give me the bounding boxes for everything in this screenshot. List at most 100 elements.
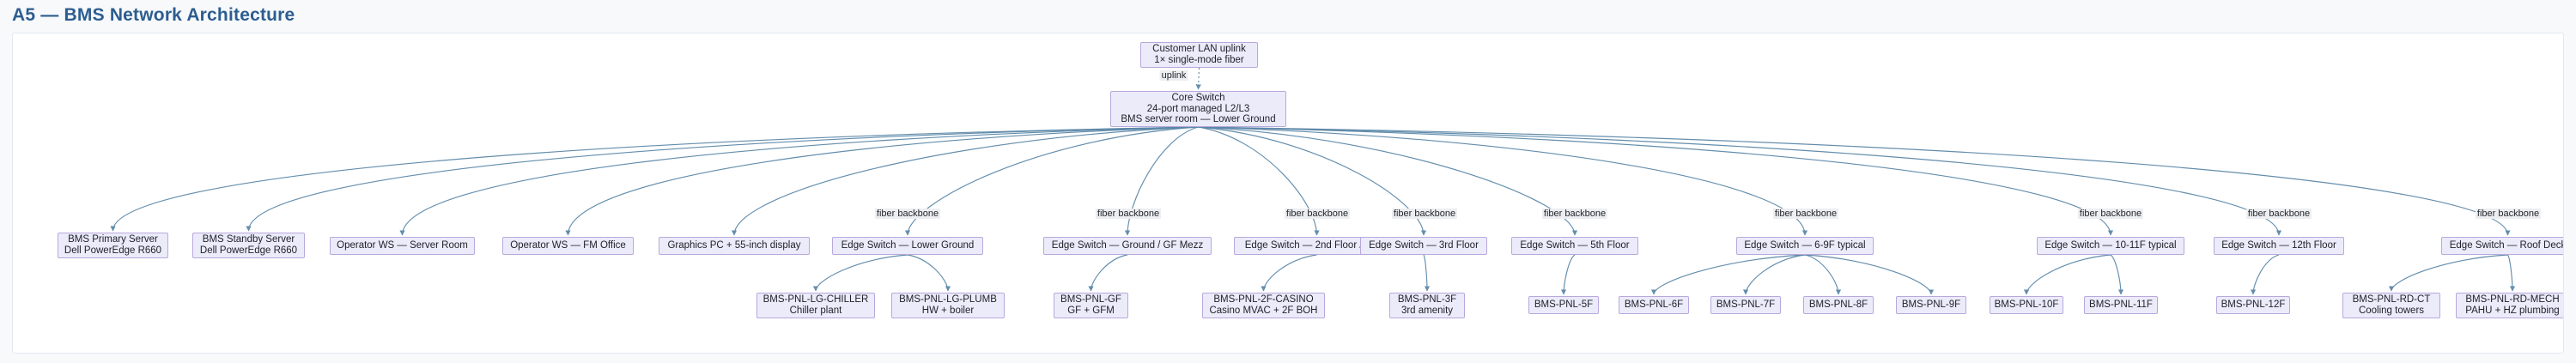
- edge-paths: [113, 68, 2513, 294]
- node-label: 24-port managed L2/L3: [1147, 104, 1250, 115]
- node-label: Dell PowerEdge R660: [200, 245, 297, 257]
- node-p10F[interactable]: BMS-PNL-10F: [1990, 296, 2063, 314]
- edge-es1011F-to-p10F: [2026, 255, 2111, 294]
- node-label: Operator WS — FM Office: [510, 240, 626, 251]
- edge-es12F-to-p12F: [2253, 255, 2279, 294]
- edge-es69F-to-p9F: [1805, 255, 1931, 294]
- diagram-canvas: Customer LAN uplink1× single-mode fiberC…: [12, 33, 2564, 354]
- edge-label: fiber backbone: [875, 209, 940, 219]
- node-label: BMS-PNL-10F: [1995, 299, 2059, 311]
- node-label: PAHU + HZ plumbing: [2465, 306, 2559, 317]
- node-pLGPL[interactable]: BMS-PNL-LG-PLUMBHW + boiler: [891, 293, 1005, 318]
- edge-core-to-esGF: [1127, 127, 1199, 235]
- node-label: Edge Switch — 6-9F typical: [1744, 240, 1865, 251]
- node-p9F[interactable]: BMS-PNL-9F: [1896, 296, 1966, 314]
- edge-core-to-ws2: [568, 127, 1199, 235]
- node-p6F[interactable]: BMS-PNL-6F: [1619, 296, 1689, 314]
- node-es3F[interactable]: Edge Switch — 3rd Floor: [1360, 237, 1487, 255]
- node-label: GF + GFM: [1067, 306, 1115, 317]
- node-srv2[interactable]: BMS Standby ServerDell PowerEdge R660: [192, 233, 305, 258]
- node-label: BMS-PNL-LG-CHILLER: [763, 294, 869, 306]
- node-label: Edge Switch — Ground / GF Mezz: [1052, 240, 1203, 251]
- edge-core-to-es5F: [1199, 127, 1576, 235]
- node-label: Edge Switch — Lower Ground: [841, 240, 975, 251]
- edge-core-to-es2F: [1199, 127, 1317, 235]
- node-label: BMS-PNL-7F: [1716, 299, 1775, 311]
- edge-es2F-to-p2F: [1264, 255, 1317, 291]
- node-label: Chiller plant: [790, 306, 842, 317]
- edge-uplink-to-core: [1199, 68, 1200, 89]
- node-label: BMS Standby Server: [203, 234, 295, 245]
- edge-core-to-srv2: [249, 127, 1199, 231]
- node-es69F[interactable]: Edge Switch — 6-9F typical: [1736, 237, 1874, 255]
- edge-es5F-to-p5F: [1564, 255, 1575, 294]
- node-label: BMS-PNL-RD-MECH: [2465, 294, 2559, 306]
- edge-label: fiber backbone: [1542, 209, 1607, 219]
- node-es1011F[interactable]: Edge Switch — 10-11F typical: [2037, 237, 2184, 255]
- node-p11F[interactable]: BMS-PNL-11F: [2084, 296, 2158, 314]
- node-label: Edge Switch — 5th Floor: [1520, 240, 1629, 251]
- node-label: 3rd amenity: [1401, 306, 1453, 317]
- node-pGF[interactable]: BMS-PNL-GFGF + GFM: [1054, 293, 1128, 318]
- node-label: Core Switch: [1172, 93, 1225, 104]
- node-label: BMS-PNL-9F: [1902, 299, 1960, 311]
- edge-core-to-es3F: [1199, 127, 1425, 235]
- edge-core-to-esRD: [1199, 127, 2508, 235]
- edge-label: fiber backbone: [2246, 209, 2312, 219]
- edge-esLG-to-pLGCH: [816, 255, 908, 291]
- edge-core-to-srv1: [113, 127, 1199, 231]
- node-ws1[interactable]: Operator WS — Server Room: [330, 237, 475, 255]
- node-es12F[interactable]: Edge Switch — 12th Floor: [2214, 237, 2344, 255]
- node-p12F[interactable]: BMS-PNL-12F: [2216, 296, 2290, 314]
- node-label: Edge Switch — 3rd Floor: [1369, 240, 1479, 251]
- node-esLG[interactable]: Edge Switch — Lower Ground: [832, 237, 983, 255]
- node-label: Edge Switch — Roof Deck: [2450, 240, 2564, 251]
- node-p3F[interactable]: BMS-PNL-3F3rd amenity: [1389, 293, 1465, 318]
- node-p5F[interactable]: BMS-PNL-5F: [1528, 296, 1599, 314]
- edge-esRD-to-pRDCT: [2391, 255, 2508, 291]
- node-label: BMS-PNL-12F: [2221, 299, 2286, 311]
- node-core[interactable]: Core Switch24-port managed L2/L3BMS serv…: [1110, 91, 1286, 127]
- node-label: 1× single-mode fiber: [1154, 55, 1244, 66]
- node-gpc[interactable]: Graphics PC + 55-inch display: [659, 237, 810, 255]
- node-ws2[interactable]: Operator WS — FM Office: [502, 237, 634, 255]
- node-label: BMS-PNL-8F: [1809, 299, 1868, 311]
- edge-label: fiber backbone: [2476, 209, 2541, 219]
- edge-esGF-to-pGF: [1091, 255, 1128, 291]
- edge-core-to-ws1: [403, 127, 1199, 235]
- edge-core-to-es12F: [1199, 127, 2280, 235]
- node-label: BMS-PNL-3F: [1398, 294, 1456, 306]
- edge-label: fiber backbone: [1285, 209, 1350, 219]
- node-p7F[interactable]: BMS-PNL-7F: [1710, 296, 1781, 314]
- node-label: BMS-PNL-LG-PLUMB: [899, 294, 997, 306]
- node-label: Customer LAN uplink: [1152, 44, 1246, 55]
- node-esGF[interactable]: Edge Switch — Ground / GF Mezz: [1043, 237, 1212, 255]
- edge-core-to-es1011F: [1199, 127, 2111, 235]
- node-label: Operator WS — Server Room: [337, 240, 468, 251]
- node-pRDME[interactable]: BMS-PNL-RD-MECHPAHU + HZ plumbing: [2456, 293, 2564, 318]
- node-label: BMS-PNL-2F-CASINO: [1213, 294, 1313, 306]
- node-label: BMS-PNL-GF: [1060, 294, 1121, 306]
- node-srv1[interactable]: BMS Primary ServerDell PowerEdge R660: [58, 233, 168, 258]
- page-title: A5 — BMS Network Architecture: [12, 5, 295, 26]
- edge-label: uplink: [1160, 70, 1188, 81]
- node-label: Dell PowerEdge R660: [64, 245, 161, 257]
- node-pLGCH[interactable]: BMS-PNL-LG-CHILLERChiller plant: [756, 293, 875, 318]
- node-es5F[interactable]: Edge Switch — 5th Floor: [1511, 237, 1638, 255]
- edge-label: fiber backbone: [1392, 209, 1457, 219]
- node-p2F[interactable]: BMS-PNL-2F-CASINOCasino MVAC + 2F BOH: [1202, 293, 1325, 318]
- edge-es1011F-to-p11F: [2111, 255, 2121, 294]
- node-pRDCT[interactable]: BMS-PNL-RD-CTCooling towers: [2342, 293, 2440, 318]
- node-p8F[interactable]: BMS-PNL-8F: [1803, 296, 1874, 314]
- edge-esRD-to-pRDME: [2508, 255, 2513, 291]
- edge-label: fiber backbone: [1096, 209, 1161, 219]
- edge-core-to-gpc: [734, 127, 1199, 235]
- node-uplink[interactable]: Customer LAN uplink1× single-mode fiber: [1140, 42, 1258, 68]
- node-label: BMS-PNL-6F: [1625, 299, 1683, 311]
- node-label: Cooling towers: [2359, 306, 2424, 317]
- node-esRD[interactable]: Edge Switch — Roof Deck: [2441, 237, 2564, 255]
- edge-label: fiber backbone: [1773, 209, 1838, 219]
- node-label: Edge Switch — 10-11F typical: [2044, 240, 2176, 251]
- edge-es69F-to-p7F: [1746, 255, 1805, 294]
- edge-es69F-to-p8F: [1805, 255, 1838, 294]
